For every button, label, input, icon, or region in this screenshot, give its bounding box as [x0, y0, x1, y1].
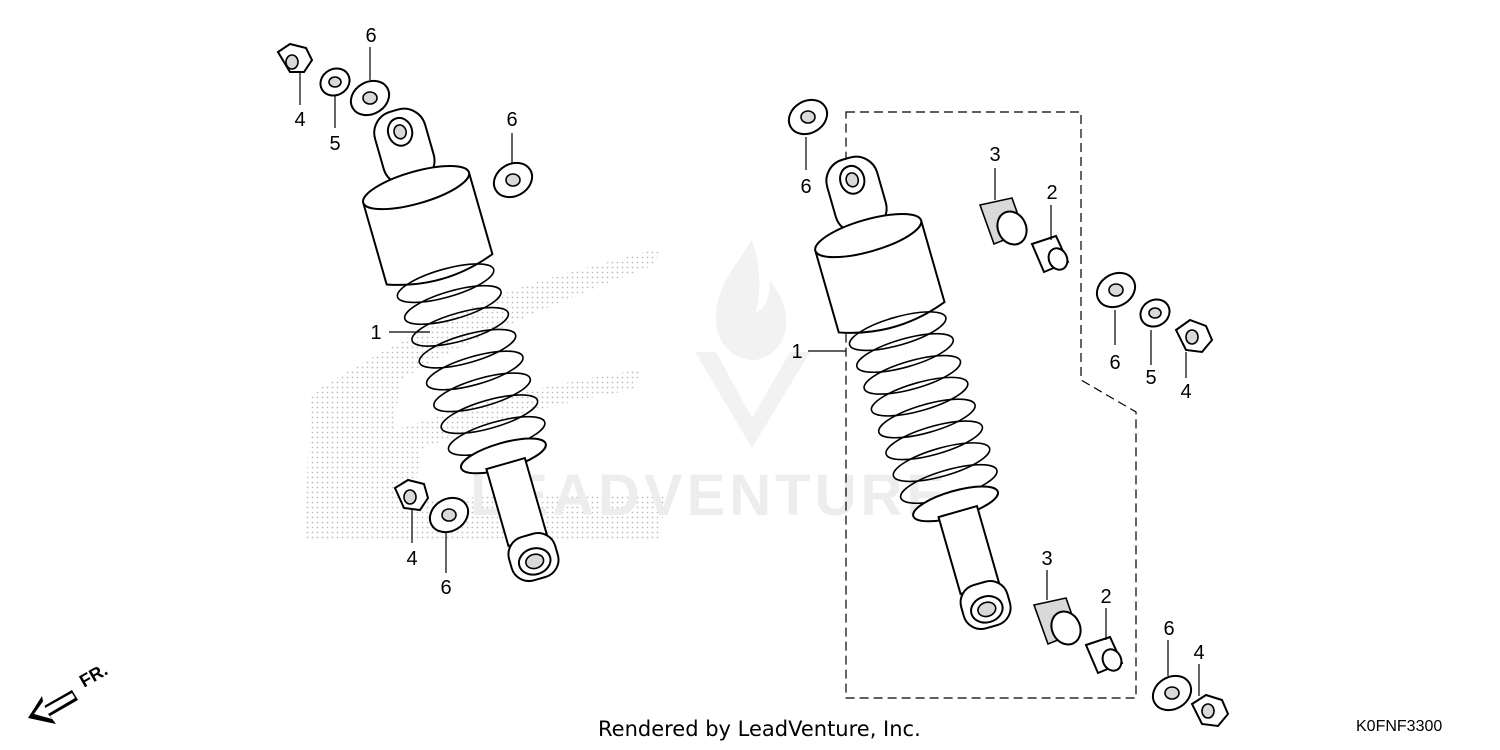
callout-left-upper-nut: 4 [294, 109, 305, 131]
left-leader-lines [299, 47, 513, 573]
right-outer-washer-large [1095, 271, 1137, 309]
diagram-code: K0FNF3300 [1356, 718, 1443, 735]
wing-watermark [305, 248, 665, 540]
right-shock-absorber [814, 155, 1012, 631]
right-outer-washer-small [1139, 298, 1171, 328]
right-lower-washer [1151, 674, 1193, 712]
leadventure-logo-watermark: LEADVENTURE [470, 240, 949, 528]
left-side-washer [492, 161, 534, 199]
left-lower-washer [428, 496, 470, 534]
left-upper-washer-large [349, 79, 391, 117]
right-lower-nut [1190, 693, 1230, 728]
right-upper-collar [1030, 234, 1070, 274]
callout-left-lower-nut: 4 [406, 548, 417, 570]
right-callout-numbers: 6 3 2 1 6 5 4 3 2 6 4 [791, 144, 1204, 664]
left-upper-nut [276, 42, 314, 73]
callout-right-upper-bushing: 3 [989, 144, 1000, 166]
right-upper-washer [787, 98, 829, 136]
callout-left-lower-washer: 6 [440, 577, 451, 599]
right-outer-nut [1174, 318, 1214, 354]
right-upper-bushing [978, 197, 1028, 246]
callout-left-side-washer: 6 [506, 109, 517, 131]
callout-right-shock: 1 [791, 341, 802, 363]
callout-right-lower-collar: 2 [1100, 586, 1111, 608]
callout-left-upper-washer-small: 5 [329, 133, 340, 155]
assembly-boundary [845, 111, 1137, 699]
right-lower-collar [1084, 635, 1124, 675]
callout-left-upper-washer-large: 6 [365, 25, 376, 47]
callout-right-outer-washer-large: 6 [1109, 352, 1120, 374]
left-callout-numbers: 4 5 6 6 1 4 6 [294, 25, 517, 599]
callout-left-shock: 1 [370, 322, 381, 344]
callout-right-upper-washer: 6 [800, 176, 811, 198]
front-direction-arrow-icon [28, 690, 78, 724]
render-credit: Rendered by LeadVenture, Inc. [598, 717, 921, 741]
leadventure-text-watermark: LEADVENTURE [470, 463, 949, 528]
left-lower-nut [393, 478, 430, 512]
callout-right-outer-nut: 4 [1180, 381, 1191, 403]
callout-right-lower-nut: 4 [1193, 642, 1204, 664]
right-leader-lines [805, 137, 1200, 696]
left-shock-absorber [361, 107, 560, 583]
callout-right-lower-washer: 6 [1163, 618, 1174, 640]
callout-right-lower-bushing: 3 [1041, 548, 1052, 570]
callout-right-upper-collar: 2 [1046, 182, 1057, 204]
left-upper-washer-small [319, 67, 351, 97]
right-lower-bushing [1032, 597, 1082, 646]
callout-right-outer-washer-small: 5 [1145, 367, 1156, 389]
